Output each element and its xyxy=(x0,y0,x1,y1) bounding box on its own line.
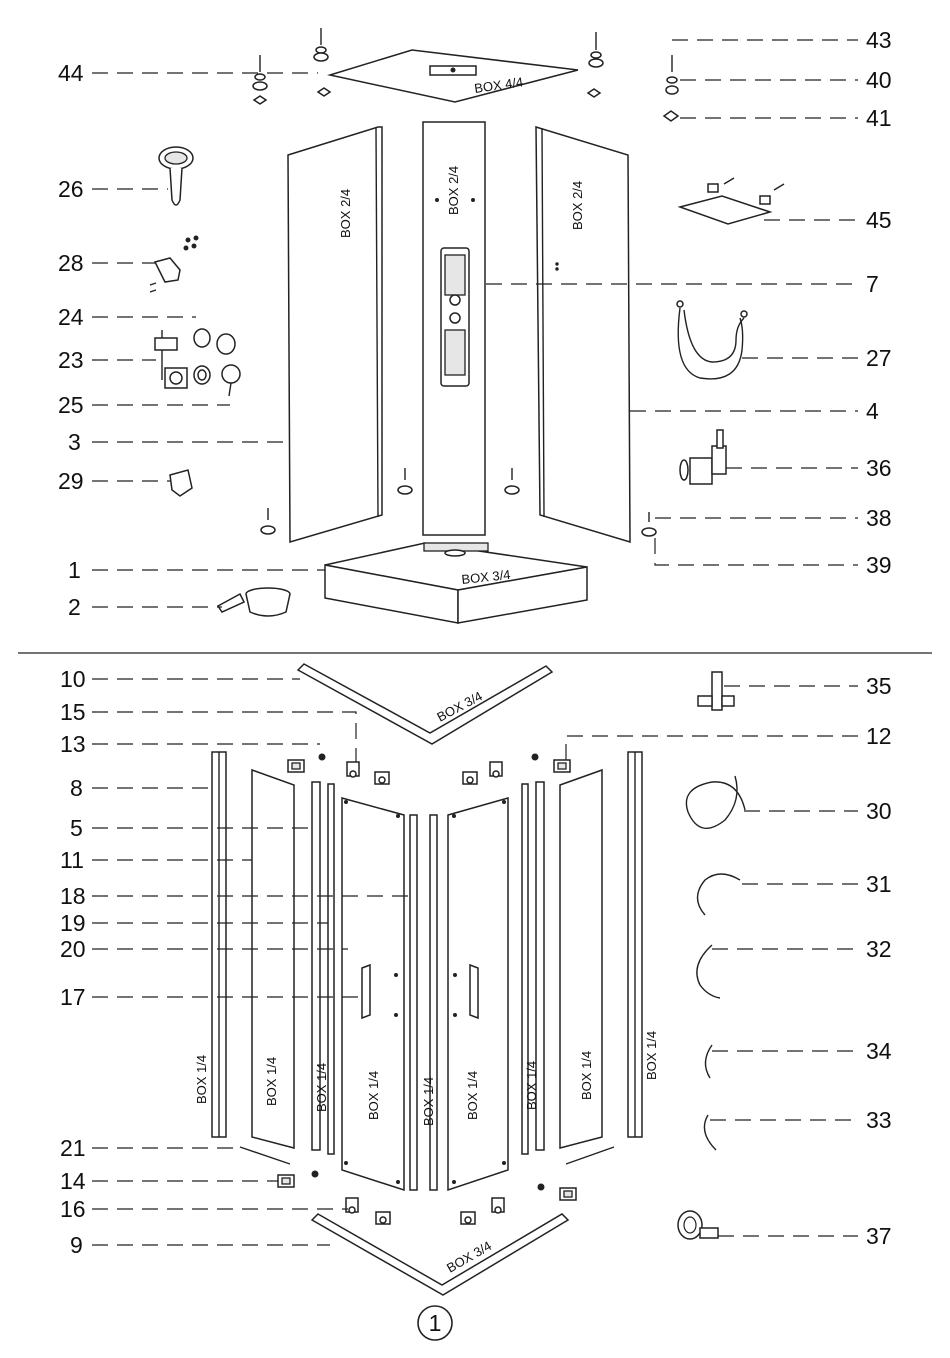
callout-24: 24 xyxy=(58,304,84,330)
callout-26: 26 xyxy=(58,176,84,202)
door-left: BOX 1/4 xyxy=(342,798,404,1190)
fixed-glass-left: BOX 1/4 xyxy=(252,770,294,1148)
callout-4: 4 xyxy=(866,398,879,424)
door-right: BOX 1/4 xyxy=(448,798,508,1190)
callout-9: 9 xyxy=(70,1232,83,1258)
glass-1-box-label: BOX 1/4 xyxy=(264,1057,279,1106)
callout-7: 7 xyxy=(866,271,879,297)
page-marker-label: 1 xyxy=(429,1310,442,1336)
callout-2: 2 xyxy=(68,594,81,620)
profile-2-box-label: BOX 1/4 xyxy=(314,1063,329,1112)
bottom-rail: BOX 3/4 xyxy=(312,1214,568,1295)
callout-16: 16 xyxy=(60,1196,86,1222)
profile-8: BOX 1/4 xyxy=(194,752,226,1137)
door-left-box-label: BOX 1/4 xyxy=(366,1071,381,1120)
callout-15: 15 xyxy=(60,699,86,725)
callout-25: 25 xyxy=(58,392,84,418)
profile-right: BOX 1/4 xyxy=(522,782,544,1154)
callout-44: 44 xyxy=(58,60,84,86)
callout-23: 23 xyxy=(58,347,84,373)
t-piece-part xyxy=(698,672,734,710)
shower-hose-part xyxy=(677,301,747,379)
callout-29: 29 xyxy=(58,468,84,494)
door-right-box-label: BOX 1/4 xyxy=(465,1071,480,1120)
callout-34: 34 xyxy=(866,1038,892,1064)
callout-37: 37 xyxy=(866,1223,892,1249)
callout-1: 1 xyxy=(68,557,81,583)
callout-43: 43 xyxy=(866,27,892,53)
shower-holder-part xyxy=(150,236,198,292)
callout-20: 20 xyxy=(60,936,86,962)
callout-10: 10 xyxy=(60,666,86,692)
top-rail: BOX 3/4 xyxy=(298,664,552,744)
profile-5-box-label: BOX 1/4 xyxy=(644,1031,659,1080)
roof-panel: BOX 4/4 xyxy=(330,50,578,102)
callout-39: 39 xyxy=(866,552,892,578)
callout-28: 28 xyxy=(58,250,84,276)
callout-31: 31 xyxy=(866,871,892,897)
door-hardware xyxy=(240,754,614,1224)
callout-17: 17 xyxy=(60,984,86,1010)
hand-shower-part xyxy=(159,147,193,205)
profile-far-right: BOX 1/4 xyxy=(628,752,659,1137)
elbow-connector-part xyxy=(170,470,192,496)
drain-hoses xyxy=(686,776,745,1150)
callout-32: 32 xyxy=(866,936,892,962)
center-panel-box-label: BOX 2/4 xyxy=(446,166,461,215)
shower-tray: BOX 3/4 xyxy=(325,543,587,623)
callout-38: 38 xyxy=(866,505,892,531)
right-side-panel: BOX 2/4 xyxy=(536,127,630,542)
shelf-part xyxy=(680,178,784,224)
profile-5: BOX 1/4 xyxy=(312,782,334,1154)
profile-3-box-label: BOX 1/4 xyxy=(421,1077,436,1126)
callout-45: 45 xyxy=(866,207,892,233)
callout-18: 18 xyxy=(60,883,86,909)
callout-35: 35 xyxy=(866,673,892,699)
callout-14: 14 xyxy=(60,1168,86,1194)
center-column-panel: BOX 2/4 xyxy=(423,122,485,535)
callout-30: 30 xyxy=(866,798,892,824)
callout-8: 8 xyxy=(70,775,83,801)
callout-27: 27 xyxy=(866,345,892,371)
page-marker: 1 xyxy=(418,1306,452,1340)
callout-13: 13 xyxy=(60,731,86,757)
callout-41: 41 xyxy=(866,105,892,131)
profile-4-box-label: BOX 1/4 xyxy=(524,1061,539,1110)
hose-clamp-part xyxy=(678,1211,718,1239)
callout-5: 5 xyxy=(70,815,83,841)
glass-2-box-label: BOX 1/4 xyxy=(579,1051,594,1100)
callout-11: 11 xyxy=(60,847,84,873)
callout-12: 12 xyxy=(866,723,892,749)
profile-1-box-label: BOX 1/4 xyxy=(194,1055,209,1104)
left-panel-box-label: BOX 2/4 xyxy=(338,189,353,238)
callout-36: 36 xyxy=(866,455,892,481)
fixed-glass-right: BOX 1/4 xyxy=(560,770,602,1148)
right-panel-box-label: BOX 2/4 xyxy=(570,181,585,230)
callout-3: 3 xyxy=(68,429,81,455)
mixer-valve-part xyxy=(155,329,240,396)
callout-21: 21 xyxy=(60,1135,86,1161)
callout-40: 40 xyxy=(866,67,892,93)
center-profiles: BOX 1/4 xyxy=(410,815,437,1190)
drain-part xyxy=(218,588,290,616)
left-side-panel: BOX 2/4 xyxy=(288,127,382,542)
callout-19: 19 xyxy=(60,910,86,936)
waste-connector-part xyxy=(680,430,726,484)
callout-33: 33 xyxy=(866,1107,892,1133)
